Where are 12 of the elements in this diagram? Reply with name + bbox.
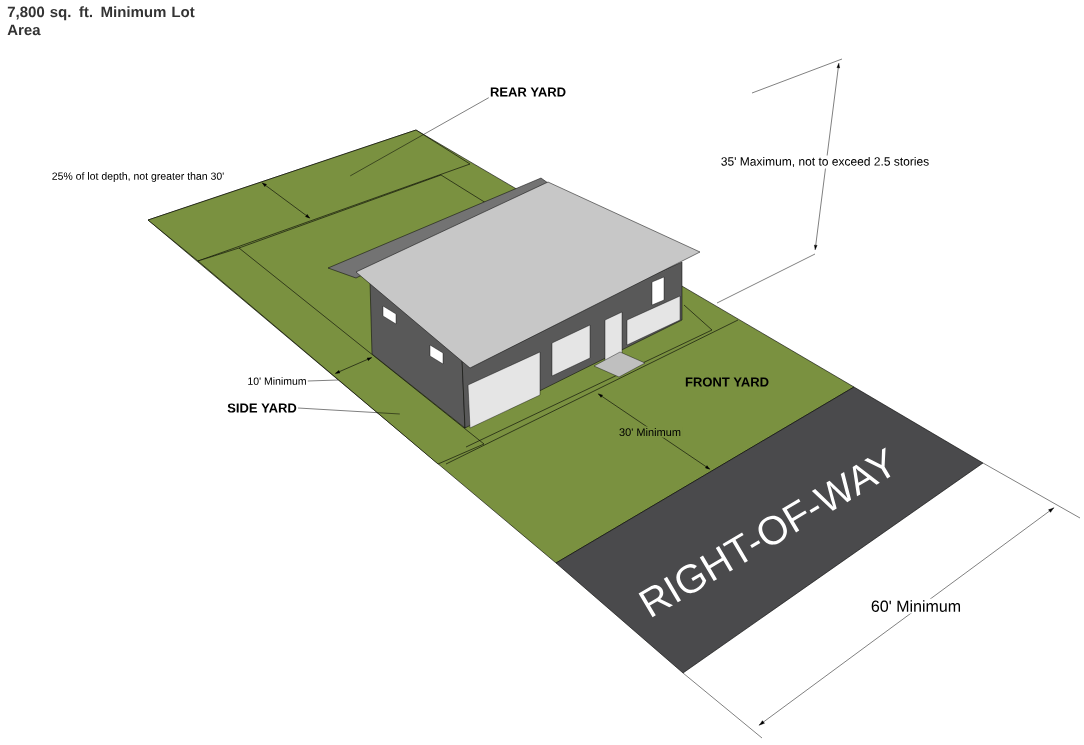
- dimension-label: 10' Minimum: [248, 377, 306, 385]
- yard-area: [197, 247, 485, 465]
- leader-line: [297, 407, 401, 415]
- heading: 7,800 sq. ft. Minimum Lot Area: [7, 6, 195, 36]
- dimension-label: 30' Minimum: [617, 426, 683, 438]
- area-label: SIDE YARD: [227, 403, 297, 413]
- area-label: REAR YARD: [490, 87, 566, 97]
- leader-line: [349, 97, 489, 177]
- dimension-label: 25% of lot depth, not greater than 30': [52, 172, 224, 182]
- yard-area: [147, 129, 471, 262]
- dimension-label: 35' Maximum, not to exceed 2.5 stories: [719, 155, 931, 169]
- leader-line: [307, 379, 339, 382]
